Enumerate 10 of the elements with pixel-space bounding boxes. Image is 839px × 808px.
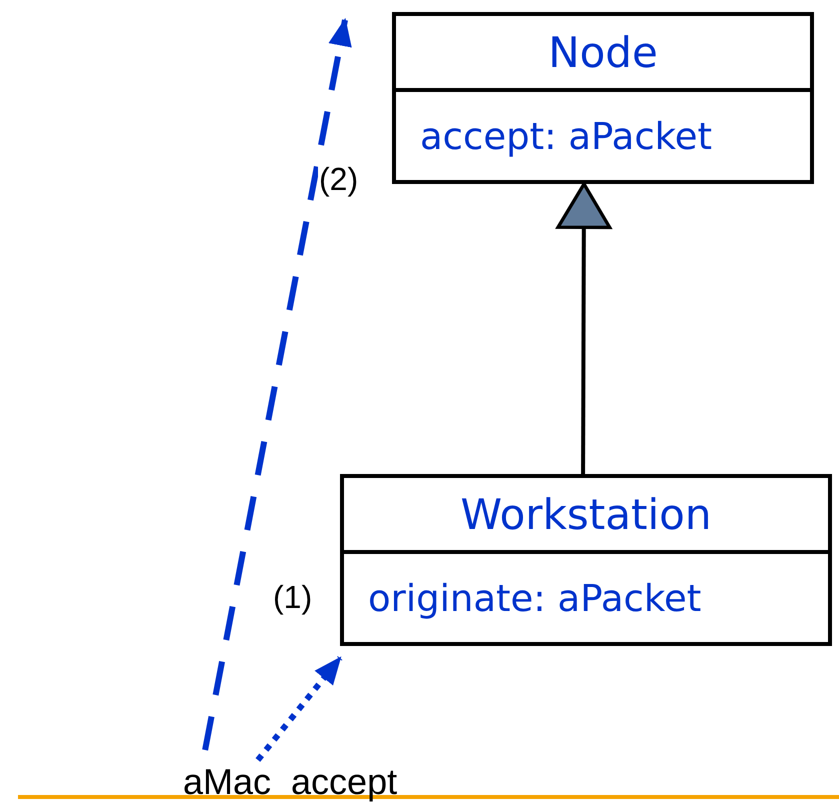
class-box bbox=[392, 12, 814, 184]
class-box bbox=[340, 474, 832, 646]
class-name: Workstation bbox=[460, 490, 712, 538]
arrow bbox=[256, 656, 342, 762]
class-operation: accept: aPacket bbox=[420, 114, 712, 158]
arrow bbox=[202, 18, 352, 751]
class-name: Node bbox=[548, 28, 658, 76]
class-operation: originate: aPacket bbox=[368, 576, 702, 620]
message-text: aMac accept bbox=[183, 764, 398, 800]
inheritance-arrow bbox=[556, 182, 612, 474]
